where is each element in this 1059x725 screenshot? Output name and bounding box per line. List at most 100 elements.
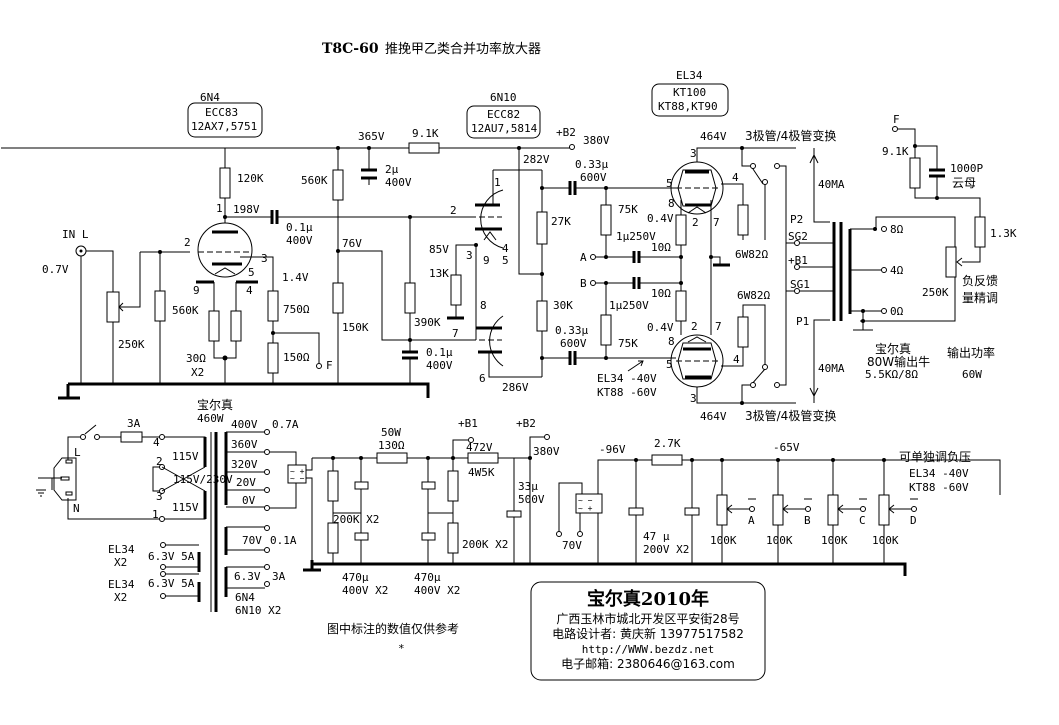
- r-series-power: 50W: [381, 426, 401, 439]
- cap-b2-value: 33μ: [518, 480, 538, 493]
- bias-v-in: 70V: [562, 539, 582, 552]
- r-series-value: 130Ω: [378, 439, 405, 452]
- r-fb-1k3-value: 1.3K: [990, 227, 1017, 240]
- triode-pentode-switch-top[interactable]: [740, 146, 787, 300]
- pt-tap-360: 360V: [231, 438, 258, 451]
- out-bottom-pin8: 8: [668, 335, 675, 348]
- bridge-rectifier-bias: [575, 493, 603, 514]
- r-cathode-10-top: [675, 214, 687, 246]
- r-fb-1k3: [974, 216, 986, 248]
- credits-box: 宝尔真2010年 广西玉林市城北开发区平安街28号 电路设计者: 黄庆新 139…: [530, 581, 766, 681]
- out-top-pin3: 3: [690, 147, 697, 160]
- svg-text:~ +: ~ +: [290, 467, 305, 476]
- primary-winding-bottom: 115V: [172, 501, 199, 514]
- psu-caps1-voltage: 400V X2: [342, 584, 388, 597]
- psu-bleed-2: 200K X2: [462, 538, 508, 551]
- pt-tap-20: 20V: [236, 476, 256, 489]
- r-b2-value: 4W5K: [468, 466, 495, 479]
- out-top-pin5: 5: [666, 177, 673, 190]
- mains-pin3: 3: [156, 490, 163, 503]
- bias-note-kt88-psu: KT88 -60V: [909, 481, 969, 494]
- power-switch[interactable]: [84, 424, 97, 435]
- r-grid-560k: [154, 290, 166, 322]
- out-bottom-pin4: 4: [733, 353, 740, 366]
- power-transformer: [197, 432, 228, 612]
- v-cathode-top: 0.4V: [647, 212, 674, 225]
- decoupling-cap-voltage: 400V: [385, 176, 412, 189]
- r-series-130: [376, 452, 408, 464]
- bias-cap-1: [628, 507, 644, 516]
- title-name: 推挽甲乙类合并功率放大器: [385, 41, 541, 57]
- feedback-trim-pot[interactable]: [945, 246, 957, 278]
- tube-output-top: [670, 161, 724, 215]
- out-bottom-pin7: 7: [715, 320, 722, 333]
- pt-heater-small-for-2: 6N10 X2: [235, 604, 281, 617]
- r-screen-bottom: [737, 316, 749, 348]
- ot-ratio: 5.5KΩ/8Ω: [865, 368, 918, 381]
- r-load-27k: [536, 211, 548, 245]
- r-cathode-10-top-value: 10Ω: [651, 241, 671, 254]
- bias-caps-value: 47 μ: [643, 530, 670, 543]
- r-bias-value: 2.7K: [654, 437, 681, 450]
- tube-v2-top: [470, 169, 542, 249]
- tap-p1: P1: [796, 315, 809, 328]
- r-bias-2k7: [651, 454, 683, 466]
- r-cathode-13k-value: 13K: [429, 267, 449, 280]
- r-screen-top: [737, 204, 749, 236]
- coupling-cap-bottom-value: 0.33μ: [555, 324, 588, 337]
- v2-pin8: 8: [480, 299, 487, 312]
- v2-plate-bottom-voltage: 286V: [502, 381, 529, 394]
- pt-tap-0: 0V: [242, 494, 256, 507]
- feedback-node-label: F: [326, 359, 333, 372]
- r-150-value: 150Ω: [283, 351, 310, 364]
- r-cathode-pair-value: 30Ω: [186, 352, 206, 365]
- cap-b2: [506, 510, 522, 518]
- ot-spec: 80W输出牛: [867, 354, 930, 369]
- v1-pin3: 3: [261, 252, 268, 265]
- v-supply-365: 365V: [358, 130, 385, 143]
- svg-text:EL34: EL34: [676, 69, 703, 82]
- mains-neutral: N: [73, 502, 80, 515]
- heater2-for: EL34: [108, 578, 135, 591]
- v1-plate-voltage: 198V: [233, 203, 260, 216]
- pt-current: 0.7A: [272, 418, 299, 431]
- reference-note: 图中标注的数值仅供参考: [327, 621, 459, 636]
- v1-pin5: 5: [248, 266, 255, 279]
- pt-tap-400: 400V: [231, 418, 258, 431]
- out-bottom-pin2: 2: [691, 320, 698, 333]
- tap-p2: P2: [790, 213, 803, 226]
- r-750-value: 750Ω: [283, 303, 310, 316]
- heater1-for: EL34: [108, 543, 135, 556]
- psu-caps1-value: 470μ: [342, 571, 369, 584]
- r-grid-390k: [404, 282, 416, 314]
- r-drop-9k1: [408, 142, 440, 154]
- pt-heater-small-current: 3A: [272, 570, 286, 583]
- out-top-pin2: 2: [692, 216, 699, 229]
- svg-text:KT88,KT90: KT88,KT90: [658, 100, 718, 113]
- input-jack[interactable]: [75, 245, 87, 257]
- tube-label-v3: EL34 KT100 KT88,KT90: [651, 69, 729, 117]
- b1-voltage: 472V: [466, 441, 493, 454]
- power-value: 60W: [962, 368, 982, 381]
- r-plate-value: 120K: [237, 172, 264, 185]
- r-divider-560k: [332, 169, 344, 201]
- decoupling-cap-value: 2μ: [385, 163, 399, 176]
- v1-pin1: 1: [216, 202, 223, 215]
- v1-pin4: 4: [246, 284, 253, 297]
- input-volume-pot[interactable]: [106, 291, 120, 323]
- bias-note-el34-psu: EL34 -40V: [909, 467, 969, 480]
- speaker-8ohm: 8Ω: [890, 223, 904, 236]
- bias-node-b-label: B: [580, 277, 587, 290]
- power-label: 输出功率: [947, 345, 995, 360]
- ot-brand: 宝尔真: [875, 341, 911, 356]
- triode-pentode-switch-bottom[interactable]: [740, 287, 787, 405]
- v-plate-bottom: 464V: [700, 410, 727, 423]
- v-plate-top: 464V: [700, 130, 727, 143]
- r-cathode-10-bottom: [675, 290, 687, 322]
